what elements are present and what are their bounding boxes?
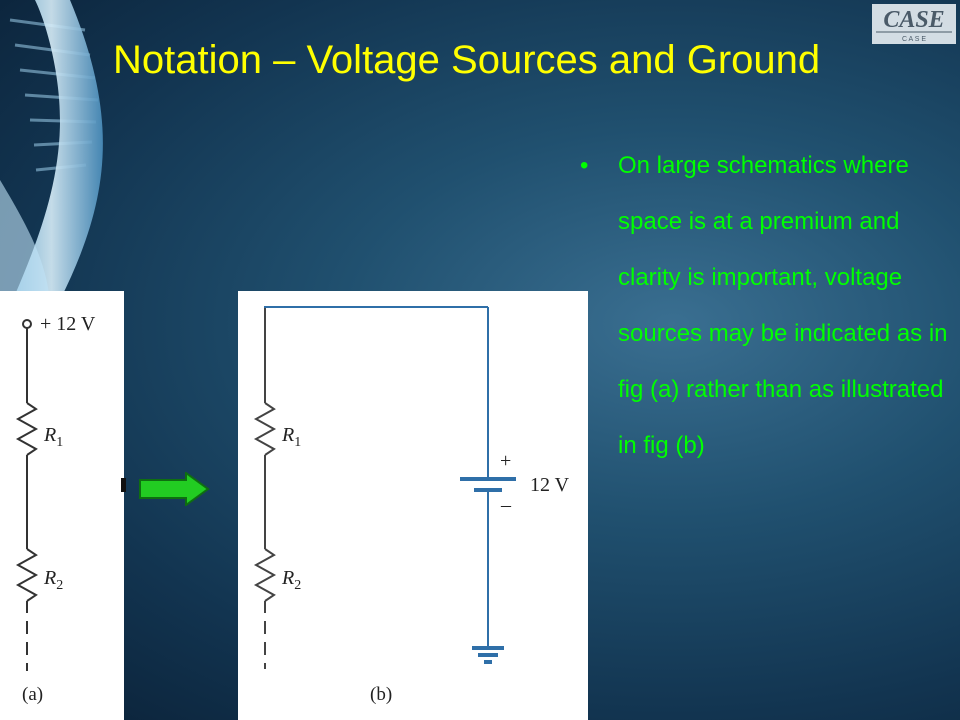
right-arrow-icon [139,472,210,506]
figure-b: R1 R2 + – 12 V (b) [238,291,588,720]
slide-title: Notation – Voltage Sources and Ground [113,38,821,82]
figure-a-schematic: + 12 V R1 R2 (a) [15,313,96,705]
resistor-r2-icon [15,548,39,602]
battery-voltage-label: 12 V [530,474,570,496]
r1-label: R1 [281,424,301,450]
case-logo: CASE C A S E [872,4,956,44]
source-label: + 12 V [40,313,96,335]
battery-icon [460,477,516,492]
overlap-marker [121,478,126,492]
battery-plus-sign: + [500,450,511,472]
resistor-r1-icon [15,402,39,456]
voltage-terminal-icon [22,319,32,329]
ground-icon [472,646,504,664]
resistor-r1-icon [253,402,277,456]
r2-label: R2 [281,567,301,593]
bullet-dot: • [580,152,589,179]
logo-mark: CASE [883,7,944,33]
battery-minus-sign: – [500,494,512,516]
r2-label: R2 [43,567,63,593]
bullet-point: • On large schematics where space is at … [580,138,950,474]
bullet-text: On large schematics where space is at a … [618,152,948,459]
figure-b-caption: (b) [370,684,392,705]
logo-subtext: C A S E [902,36,926,43]
r1-label: R1 [43,424,63,450]
figure-a-caption: (a) [22,684,43,705]
resistor-r2-icon [253,548,277,602]
figure-b-schematic: R1 R2 + – 12 V (b) [253,306,570,705]
figure-a: + 12 V R1 R2 (a) [0,291,124,720]
